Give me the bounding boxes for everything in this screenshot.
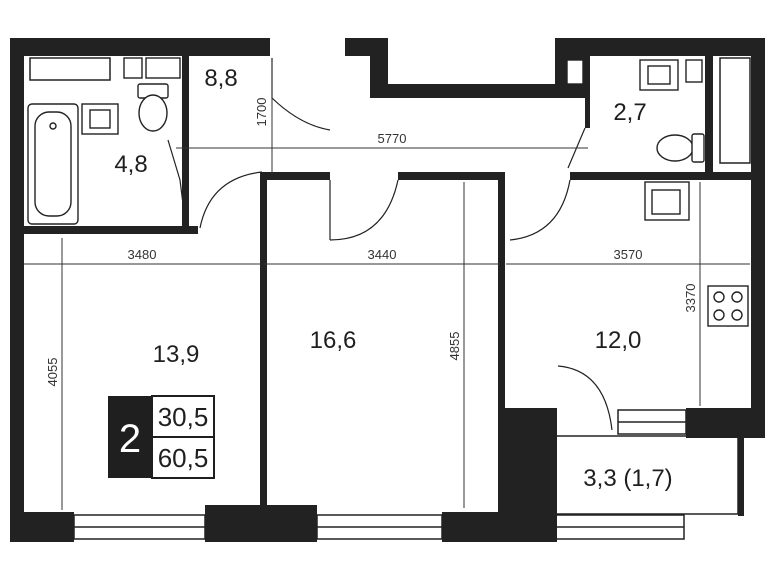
badge-room-count-box: [108, 396, 152, 478]
wall-balcony-left: [532, 512, 554, 542]
bathtub-drain: [49, 122, 57, 130]
shelf-wc: [566, 59, 584, 85]
window-bath-top: [29, 57, 111, 81]
shelf-mid: [145, 57, 181, 79]
kitchen-sink-basin: [651, 189, 681, 215]
wall-wc-left: [585, 56, 590, 128]
wall-top-notch-bottom: [370, 84, 585, 98]
wall-top-notch-left: [370, 38, 388, 98]
sink-left-basin: [89, 109, 111, 129]
wall-right: [751, 38, 765, 438]
toilet-right-tank: [691, 133, 705, 163]
badge-total-area: 60,5: [158, 443, 209, 473]
wall-partition-left: [260, 175, 267, 512]
wall-top-left: [10, 38, 270, 56]
balcony-outline: [535, 435, 739, 515]
dim-corridor-width: 1700: [254, 98, 269, 127]
room-area-bedroom-left: 13,9: [153, 341, 200, 368]
dimension-lines: [24, 62, 750, 510]
dim-left-room-width: 3480: [128, 247, 157, 262]
dim-middle-room-depth: 4855: [447, 332, 462, 361]
room-area-hall: 8,8: [204, 65, 237, 92]
door-entrance: [271, 58, 331, 131]
wall-partition-right: [498, 175, 505, 512]
wall-corridor-mid-right: [398, 172, 505, 180]
toilet-right-bowl: [656, 134, 694, 162]
wall-wc-right: [705, 56, 713, 176]
dim-right-room-width: 3570: [614, 247, 643, 262]
dim-kitchen-depth: 3370: [683, 284, 698, 313]
door-bath-left: [167, 139, 187, 229]
room-area-bathroom-left: 4,8: [114, 151, 147, 178]
room-area-bathroom-right: 2,7: [613, 99, 646, 126]
badge-total-area-box: [151, 436, 215, 479]
door-hall-bath: [199, 171, 263, 229]
wall-bath-bottom: [24, 226, 198, 234]
fixtures: [27, 57, 749, 327]
badge-room-count: 2: [119, 417, 141, 461]
bathtub-inner: [34, 111, 72, 217]
door-bedroom-middle: [329, 179, 399, 241]
wall-bottom-left: [10, 512, 74, 542]
doors: [167, 58, 613, 431]
shelf-left: [123, 57, 143, 79]
windows: [29, 57, 751, 540]
wall-top-right: [555, 38, 765, 56]
burner-1: [713, 291, 725, 303]
door-kitchen: [509, 179, 571, 241]
burner-4: [731, 309, 743, 321]
door-balcony: [557, 365, 613, 431]
room-area-bedroom-middle: 16,6: [310, 327, 357, 354]
toilet-left-bowl: [138, 94, 168, 132]
wall-bath-right: [182, 56, 189, 234]
sink-wc-basin: [647, 65, 671, 85]
shelf-wc-right: [685, 59, 703, 83]
walls: [10, 38, 765, 542]
room-area-kitchen: 12,0: [595, 327, 642, 354]
dim-corridor-length: 5770: [378, 131, 407, 146]
room-area-balcony: 3,3 (1,7): [583, 465, 672, 492]
wall-left: [10, 38, 24, 540]
wall-corridor-right: [570, 172, 765, 180]
window-wc-right: [719, 57, 751, 164]
burner-3: [713, 309, 725, 321]
area-badge: 2 30,5 60,5: [108, 395, 215, 479]
wall-corridor-mid-left: [260, 172, 330, 180]
wall-balcony-right: [738, 436, 744, 516]
badge-living-area: 30,5: [158, 402, 209, 432]
dim-middle-room-width: 3440: [368, 247, 397, 262]
burner-2: [731, 291, 743, 303]
dim-left-room-depth: 4055: [45, 358, 60, 387]
wall-right-lower: [686, 408, 765, 438]
stove: [707, 285, 749, 327]
